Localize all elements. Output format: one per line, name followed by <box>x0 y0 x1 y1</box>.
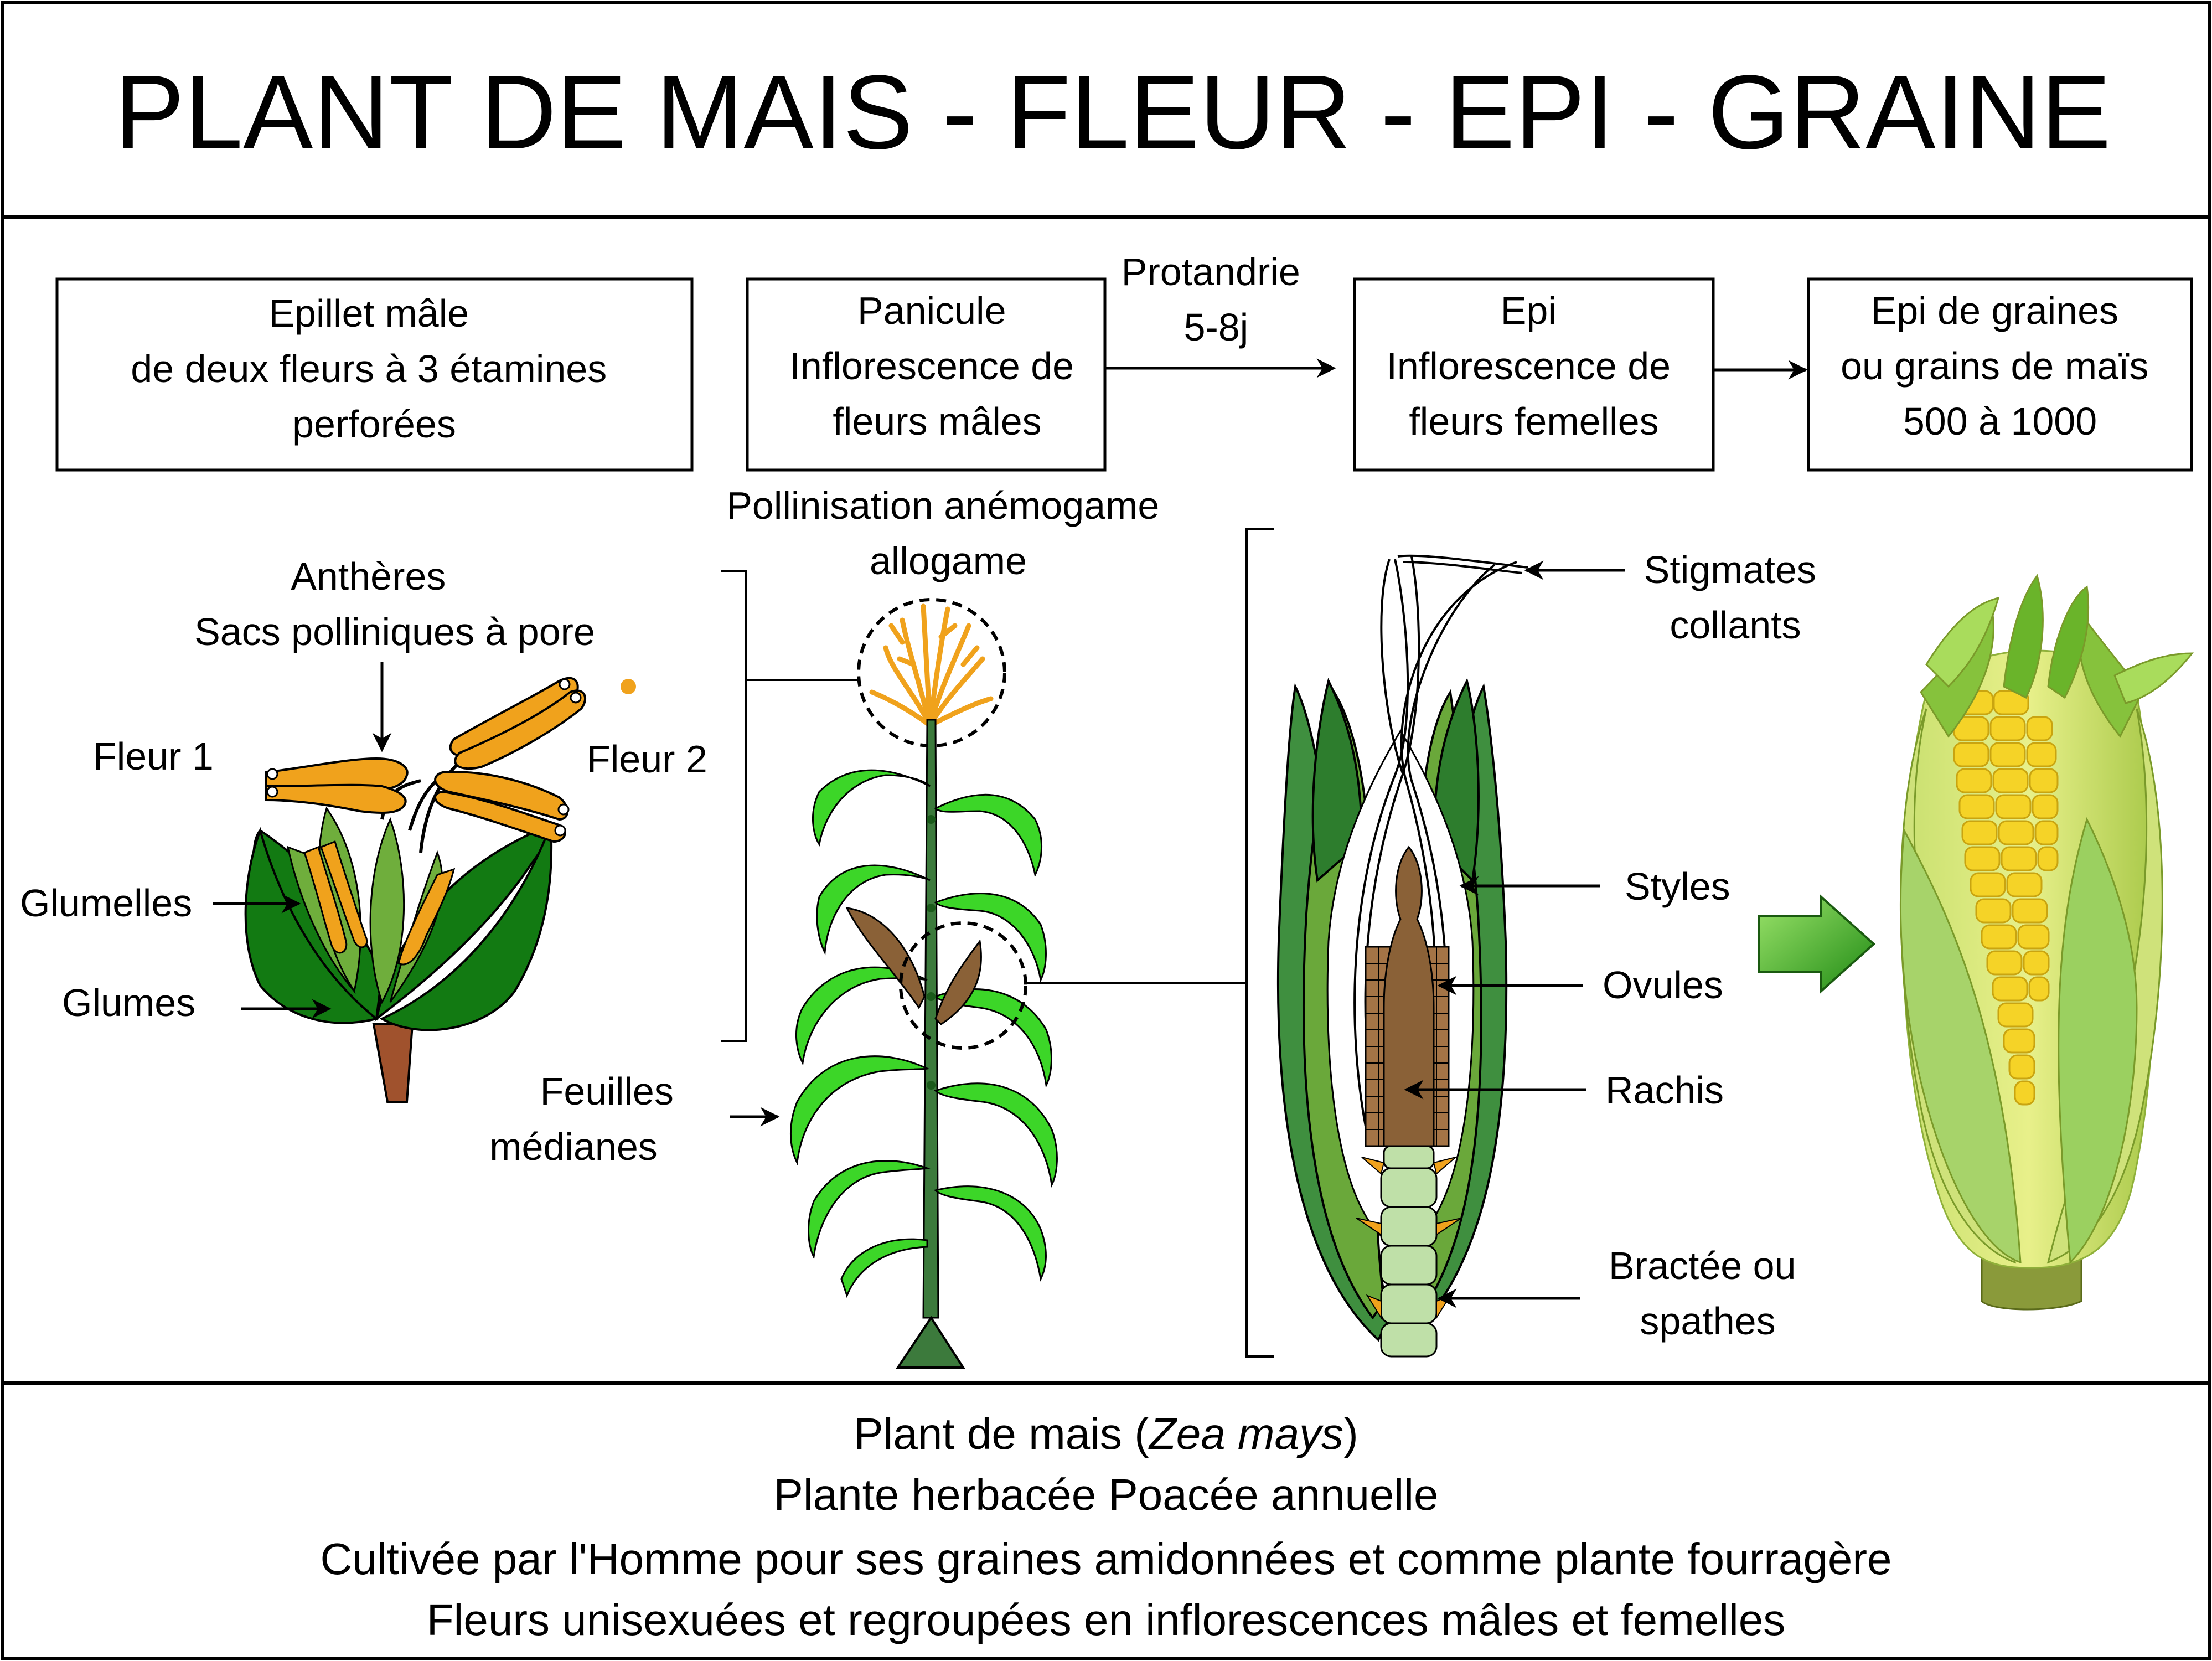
footer-line3: Cultivée par l'Homme pour ses graines am… <box>321 1534 1892 1583</box>
box-panicule: Panicule Inflorescence de fleurs mâles <box>746 277 1107 472</box>
box-epi-line3: fleurs femelles <box>1409 400 1658 443</box>
box-epi-graines-line2: ou grains de maïs <box>1841 344 2148 388</box>
box-epi-graines: Epi de graines ou grains de maïs 500 à 1… <box>1807 277 2193 472</box>
fleur2-label: Fleur 2 <box>587 737 707 781</box>
antheres-label: Anthères <box>291 555 446 598</box>
protandrie-duration: 5-8j <box>1184 306 1249 349</box>
rachis-label: Rachis <box>1605 1069 1724 1112</box>
box-epi-graines-line3: 500 à 1000 <box>1903 400 2097 443</box>
male-spikelet-illustration <box>244 677 636 1103</box>
box-panicule-line2: Inflorescence de <box>789 344 1074 388</box>
box-epi-graines-line1: Epi de graines <box>1871 289 2119 332</box>
box-panicule-line3: fleurs mâles <box>833 400 1041 443</box>
styles-label: Styles <box>1625 865 1730 908</box>
box-panicule-line1: Panicule <box>857 289 1006 332</box>
box-epi-line1: Epi <box>1501 289 1557 332</box>
ear-section-illustration <box>1245 528 1528 1358</box>
pollinisation-label: Pollinisation anémogame <box>726 484 1159 527</box>
maize-plant-illustration <box>721 570 1247 1369</box>
green-arrow-icon <box>1758 894 1875 994</box>
allogame-label: allogame <box>870 539 1027 582</box>
sacs-polliniques-label: Sacs polliniques à pore <box>194 610 595 653</box>
corn-cob-illustration <box>1899 574 2194 1311</box>
svg-text:Bractée ou spathes: Bractée ou spathes <box>1609 1244 1807 1343</box>
svg-text:Stigmates collants: Stigmates collants <box>1644 548 1827 647</box>
svg-text:Anthères Sacs polliniques: Anthères Sacs polliniques à pore <box>194 555 595 653</box>
pollen-grain <box>621 679 636 694</box>
bractee-label: Bractée ou <box>1609 1244 1796 1287</box>
footer-line1-end: ) <box>1343 1409 1358 1458</box>
box-epi-line2: Inflorescence de <box>1386 344 1671 388</box>
footer-line1-start: Plant de mais ( <box>854 1409 1149 1458</box>
box-epillet: Epillet mâle de deux fleurs à 3 étamines… <box>55 277 694 472</box>
svg-text:Epi de graines ou grains: Epi de graines ou grains de maïs 500 à 1… <box>1841 289 2159 443</box>
spathes-label: spathes <box>1640 1299 1775 1343</box>
collants-label: collants <box>1670 603 1801 647</box>
box-epillet-line2: de deux fleurs à 3 étamines <box>131 347 607 390</box>
footer-line2: Plante herbacée Poacée annuelle <box>774 1470 1439 1519</box>
svg-text:Protandrie 5-8j: Protandrie 5-8j <box>1121 250 1311 349</box>
box-epillet-line3: perforées <box>292 403 456 446</box>
footer-line1: Plant de mais (Zea mays) <box>854 1409 1358 1458</box>
svg-text:Epi Inflorescence de: Epi Inflorescence de fleurs femelles <box>1386 289 1681 443</box>
fleur1-label: Fleur 1 <box>93 735 214 778</box>
feuilles-label: Feuilles <box>540 1070 674 1113</box>
ovules-label: Ovules <box>1603 963 1723 1007</box>
svg-text:Panicule Inflorescence d: Panicule Inflorescence de fleurs mâles <box>789 289 1084 443</box>
protandrie-label: Protandrie <box>1121 250 1300 293</box>
box-epi: Epi Inflorescence de fleurs femelles <box>1353 277 1715 472</box>
svg-text:Epillet mâle de deux fle: Epillet mâle de deux fleurs à 3 étamines… <box>131 292 617 446</box>
page-title: PLANT DE MAIS - FLEUR - EPI - GRAINE <box>114 54 2111 171</box>
svg-text:Pollinisation anémogame al: Pollinisation anémogame allogame <box>726 484 1170 582</box>
footer-line4: Fleurs unisexuées et regroupées en inflo… <box>427 1595 1786 1644</box>
glumes-label: Glumes <box>62 981 195 1024</box>
medianes-label: médianes <box>489 1125 658 1168</box>
stigmates-label: Stigmates <box>1644 548 1816 591</box>
svg-text:Feuilles médianes: Feuilles médianes <box>489 1070 684 1168</box>
footer-species: Zea mays <box>1148 1409 1343 1458</box>
glumelles-label: Glumelles <box>20 881 192 925</box>
box-epillet-line1: Epillet mâle <box>268 292 469 335</box>
